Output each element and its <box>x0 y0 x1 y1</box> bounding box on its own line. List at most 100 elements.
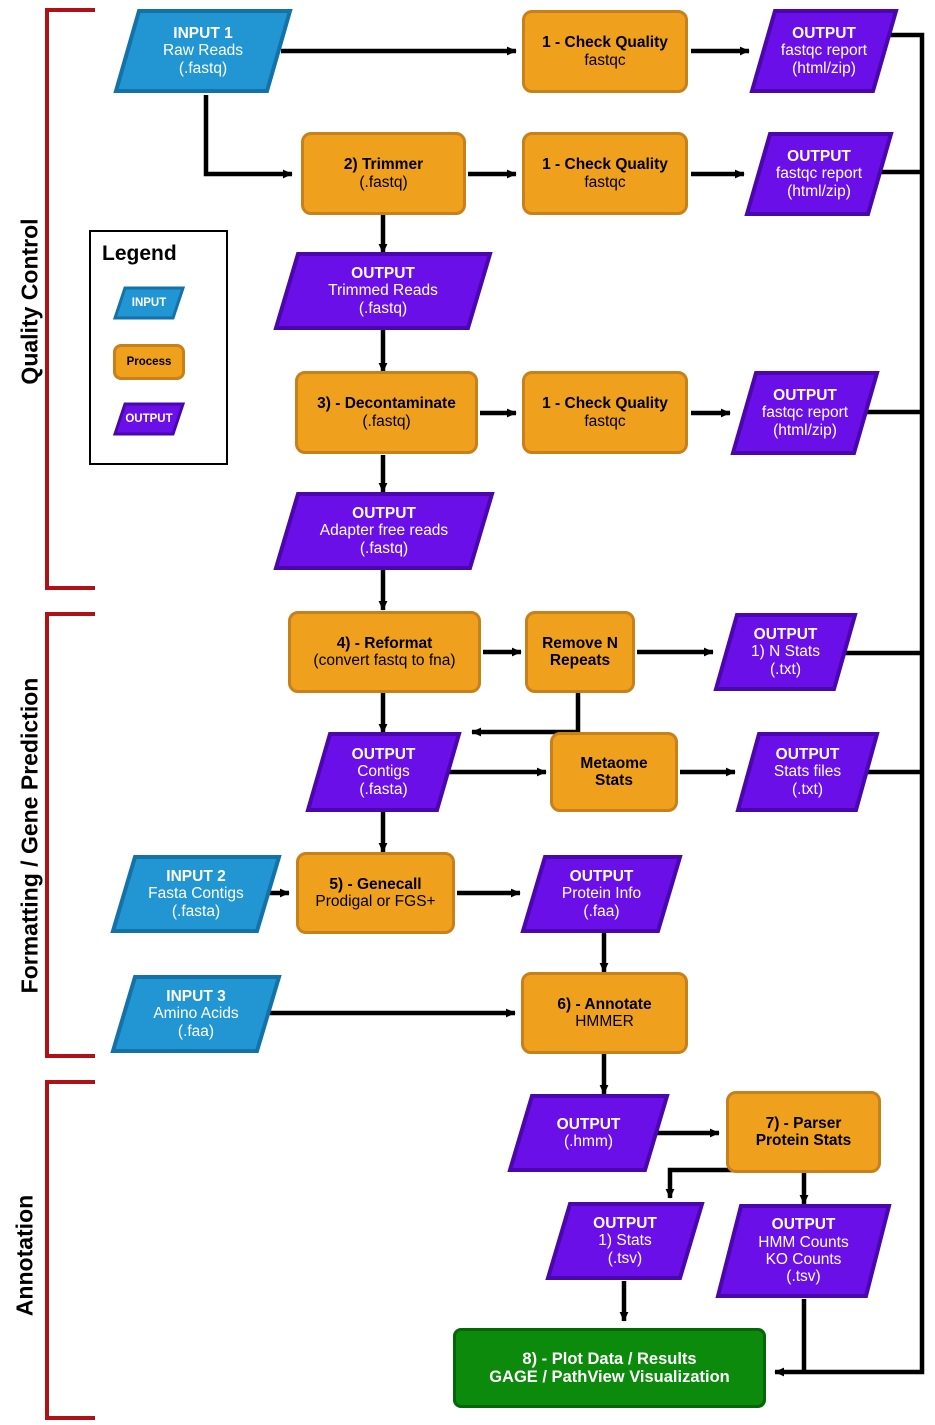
legend-item-input: INPUT <box>113 286 185 320</box>
node-output-contigs[interactable]: OUTPUT Contigs (.fasta) <box>305 731 462 813</box>
node-label-line3: (html/zip) <box>787 182 851 200</box>
node-label-line2: Contigs <box>357 763 410 781</box>
node-label-line1: Metaome <box>580 754 648 772</box>
node-input-2[interactable]: INPUT 2 Fasta Contigs (.fasta) <box>110 854 282 934</box>
node-label-line2: Amino Acids <box>153 1005 239 1023</box>
node-label-line3: (.fastq) <box>178 59 228 77</box>
node-label-line1: OUTPUT <box>352 504 416 522</box>
node-label-line1: 3) - Decontaminate <box>317 395 456 413</box>
node-label-line3: (html/zip) <box>773 421 837 439</box>
node-label-line1: INPUT 2 <box>166 867 226 885</box>
node-output-trimmed-reads[interactable]: OUTPUT Trimmed Reads (.fastq) <box>273 251 493 331</box>
node-label-line2: fastqc report <box>780 42 868 60</box>
node-label-line2: 1) Stats <box>598 1232 652 1250</box>
node-input-3[interactable]: INPUT 3 Amino Acids (.faa) <box>110 974 282 1054</box>
node-label-line2: Protein Info <box>561 885 642 903</box>
node-label-line1: Remove N <box>542 634 618 652</box>
node-label-line3: (.tsv) <box>607 1249 643 1267</box>
node-label-line1: OUTPUT <box>775 745 840 763</box>
node-label-line1: INPUT 3 <box>166 987 226 1005</box>
node-label-line2: Trimmed Reads <box>328 282 438 300</box>
node-label-line1: OUTPUT <box>351 745 416 763</box>
node-label-line1: OUTPUT <box>593 1214 657 1232</box>
node-label-line4: (.tsv) <box>786 1268 821 1286</box>
node-label-line2: Fasta Contigs <box>148 885 244 903</box>
node-label-line1: 7) - Parser <box>765 1114 842 1132</box>
node-label-line1: OUTPUT <box>771 1216 836 1234</box>
legend-box: Legend INPUT Process OUTPUT <box>89 230 228 465</box>
node-metaome-stats[interactable]: Metaome Stats <box>550 732 678 812</box>
node-output-n-stats[interactable]: OUTPUT 1) N Stats (.txt) <box>713 612 858 692</box>
node-output-hmm-ko-counts[interactable]: OUTPUT HMM Counts KO Counts (.tsv) <box>715 1203 892 1299</box>
bracket-formatting-gene-prediction <box>45 612 95 1058</box>
node-output-fastqc-report-2[interactable]: OUTPUT fastqc report (html/zip) <box>744 131 894 217</box>
node-label-line1: 4) - Reformat <box>336 634 433 652</box>
node-output-stats-tsv[interactable]: OUTPUT 1) Stats (.tsv) <box>545 1201 705 1281</box>
node-label-line3: (.faa) <box>583 902 620 920</box>
bracket-annotation <box>45 1080 95 1420</box>
node-output-adapter-free-reads[interactable]: OUTPUT Adapter free reads (.fastq) <box>273 491 495 571</box>
node-trimmer[interactable]: 2) Trimmer (.fastq) <box>301 132 466 215</box>
node-label-line1: INPUT 1 <box>173 24 233 42</box>
node-label-line1: 1 - Check Quality <box>542 34 668 52</box>
node-label-line2: fastqc report <box>761 404 849 422</box>
node-label-line3: (html/zip) <box>792 59 856 77</box>
legend-output-label: OUTPUT <box>125 412 173 425</box>
node-label-line2: HMMER <box>575 1013 634 1030</box>
node-label-line2: (.fastq) <box>359 173 408 191</box>
node-label-line2: fastqc <box>584 412 626 430</box>
node-annotate[interactable]: 6) - Annotate HMMER <box>521 972 688 1054</box>
node-label-line2: (.hmm) <box>563 1133 614 1150</box>
node-output-fastqc-report-1[interactable]: OUTPUT fastqc report (html/zip) <box>749 8 899 94</box>
node-label-line1: OUTPUT <box>787 147 851 165</box>
node-label-line2: Protein Stats <box>755 1132 852 1149</box>
node-plot-data-results[interactable]: 8) - Plot Data / Results GAGE / PathView… <box>453 1328 766 1408</box>
node-output-protein-info[interactable]: OUTPUT Protein Info (.faa) <box>520 854 683 934</box>
node-output-stats-files[interactable]: OUTPUT Stats files (.txt) <box>735 731 880 813</box>
node-decontaminate[interactable]: 3) - Decontaminate (.fastq) <box>295 371 478 454</box>
node-output-hmm[interactable]: OUTPUT (.hmm) <box>507 1093 670 1173</box>
node-label-line2: Repeats <box>549 652 611 669</box>
node-output-fastqc-report-3[interactable]: OUTPUT fastqc report (html/zip) <box>730 370 880 456</box>
node-label-line1: 6) - Annotate <box>557 995 652 1013</box>
node-label-line3: (.txt) <box>792 780 823 798</box>
node-remove-n-repeats[interactable]: Remove N Repeats <box>525 611 635 693</box>
node-label-line1: 1 - Check Quality <box>542 395 668 413</box>
section-label-quality-control: Quality Control <box>16 218 43 385</box>
legend-process-label: Process <box>126 355 172 368</box>
node-check-quality-2[interactable]: 1 - Check Quality fastqc <box>522 132 688 215</box>
node-label-line2: Prodigal or FGS+ <box>315 893 436 910</box>
node-label-line3: (.fastq) <box>359 539 409 557</box>
node-label-line2: (convert fastq to fna) <box>313 652 456 669</box>
node-label-line2: Adapter free reads <box>319 522 449 540</box>
node-label-line1: 5) - Genecall <box>329 875 422 893</box>
legend-item-output: OUTPUT <box>113 402 185 436</box>
node-label-line3: (.fasta) <box>171 902 221 920</box>
node-label-line3: (.fastq) <box>358 299 408 317</box>
node-reformat[interactable]: 4) - Reformat (convert fastq to fna) <box>288 611 481 693</box>
node-label-line1: OUTPUT <box>556 1115 621 1133</box>
node-check-quality-1[interactable]: 1 - Check Quality fastqc <box>522 10 688 93</box>
legend-item-process: Process <box>113 344 185 380</box>
legend-title: Legend <box>102 242 177 265</box>
node-parser-protein-stats[interactable]: 7) - Parser Protein Stats <box>726 1091 881 1173</box>
node-label-line1: 1 - Check Quality <box>542 156 668 174</box>
node-label-line1: OUTPUT <box>351 264 415 282</box>
node-label-line1: 8) - Plot Data / Results <box>522 1349 697 1368</box>
node-label-line2: Stats <box>595 772 633 789</box>
node-genecall[interactable]: 5) - Genecall Prodigal or FGS+ <box>296 852 455 934</box>
node-label-line2: Stats files <box>773 763 842 781</box>
node-label-line2: Raw Reads <box>162 42 244 60</box>
node-input-1[interactable]: INPUT 1 Raw Reads (.fastq) <box>113 8 293 94</box>
node-label-line3: KO Counts <box>765 1251 842 1268</box>
node-label-line3: (.faa) <box>177 1022 215 1040</box>
section-label-annotation: Annotation <box>11 1194 38 1317</box>
node-label-line2: GAGE / PathView Visualization <box>489 1368 730 1386</box>
node-label-line1: OUTPUT <box>569 867 634 885</box>
node-label-line2: 1) N Stats <box>751 643 820 661</box>
node-label-line1: OUTPUT <box>792 24 856 42</box>
node-label-line1: OUTPUT <box>753 625 818 643</box>
node-check-quality-3[interactable]: 1 - Check Quality fastqc <box>522 371 688 454</box>
section-label-formatting-gene-prediction: Formatting / Gene Prediction <box>16 677 43 994</box>
